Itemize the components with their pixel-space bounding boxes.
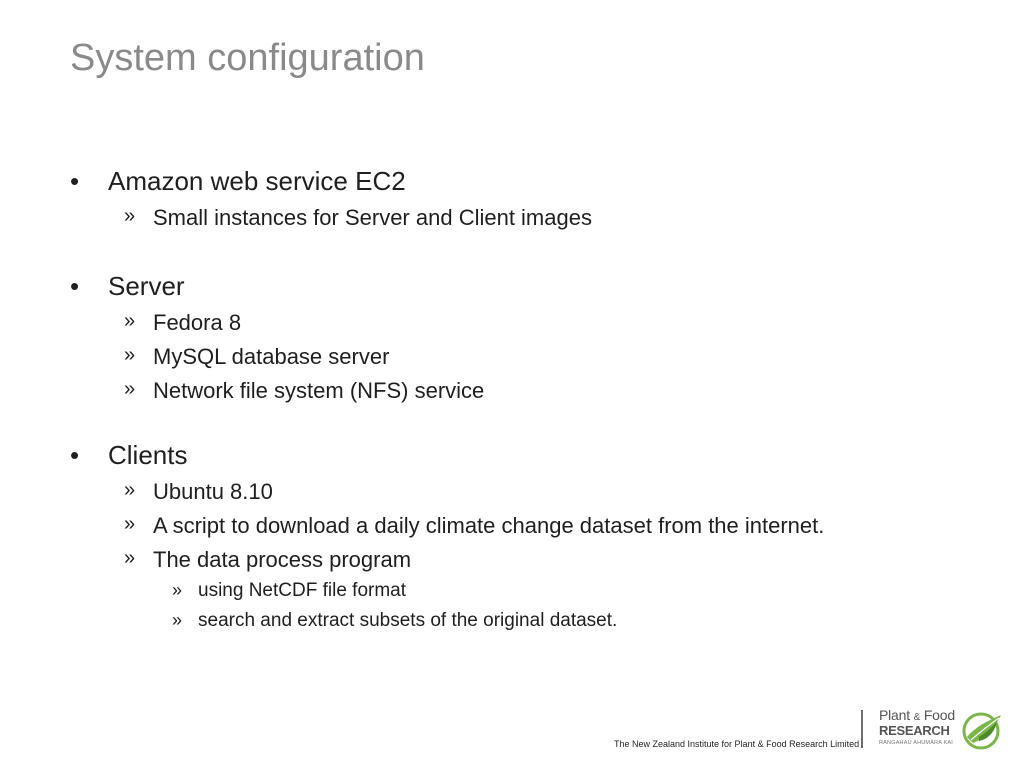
sub-bullet-text: A script to download a daily climate cha… [153, 513, 825, 538]
leaf-circle-icon [962, 712, 1001, 750]
bullet-marker: • [70, 440, 80, 470]
sub-bullet-marker: » [124, 547, 136, 569]
sub-sub-bullet-marker: » [172, 610, 183, 630]
logo-research: RESEARCH [879, 723, 950, 738]
bullet-text: Amazon web service EC2 [108, 166, 406, 196]
logo-word-plant: Plant [879, 707, 910, 723]
sub-bullet-text: The data process program [153, 547, 412, 572]
sub-sub-bullet-text: search and extract subsets of the origin… [198, 610, 618, 631]
sub-bullet-text: MySQL database server [153, 344, 390, 369]
sub-bullet-marker: » [124, 378, 136, 400]
bullet-text: Clients [108, 440, 188, 470]
sub-bullet-marker: » [124, 205, 136, 227]
logo-word-food: Food [923, 707, 955, 723]
sub-bullet-text: Small instances for Server and Client im… [153, 205, 592, 230]
sub-sub-bullet-marker: » [172, 580, 183, 600]
sub-bullet-text: Fedora 8 [153, 310, 242, 335]
logo-line1: Plant & Food [879, 707, 955, 723]
bullet-marker: • [70, 271, 80, 301]
sub-sub-bullet-text: using NetCDF file format [198, 580, 407, 601]
sub-bullet-text: Network file system (NFS) service [153, 378, 485, 403]
logo-maori-tagline: RANGAHAU AHUMĀRA KAI [879, 740, 953, 746]
sub-bullet-marker: » [124, 344, 136, 366]
bullet-marker: • [70, 166, 80, 196]
sub-bullet-marker: » [124, 310, 136, 332]
sub-bullet-text: Ubuntu 8.10 [153, 479, 273, 504]
footer-divider [861, 710, 863, 748]
sub-bullet-marker: » [124, 513, 136, 535]
slide-title: System configuration [70, 37, 425, 79]
bullet-text: Server [108, 271, 185, 301]
footer-institute-name: The New Zealand Institute for Plant & Fo… [614, 739, 860, 749]
plant-food-research-logo: Plant & Food RESEARCH RANGAHAU AHUMĀRA K… [879, 707, 1009, 752]
logo-ampersand: & [913, 712, 921, 723]
sub-bullet-marker: » [124, 479, 136, 501]
